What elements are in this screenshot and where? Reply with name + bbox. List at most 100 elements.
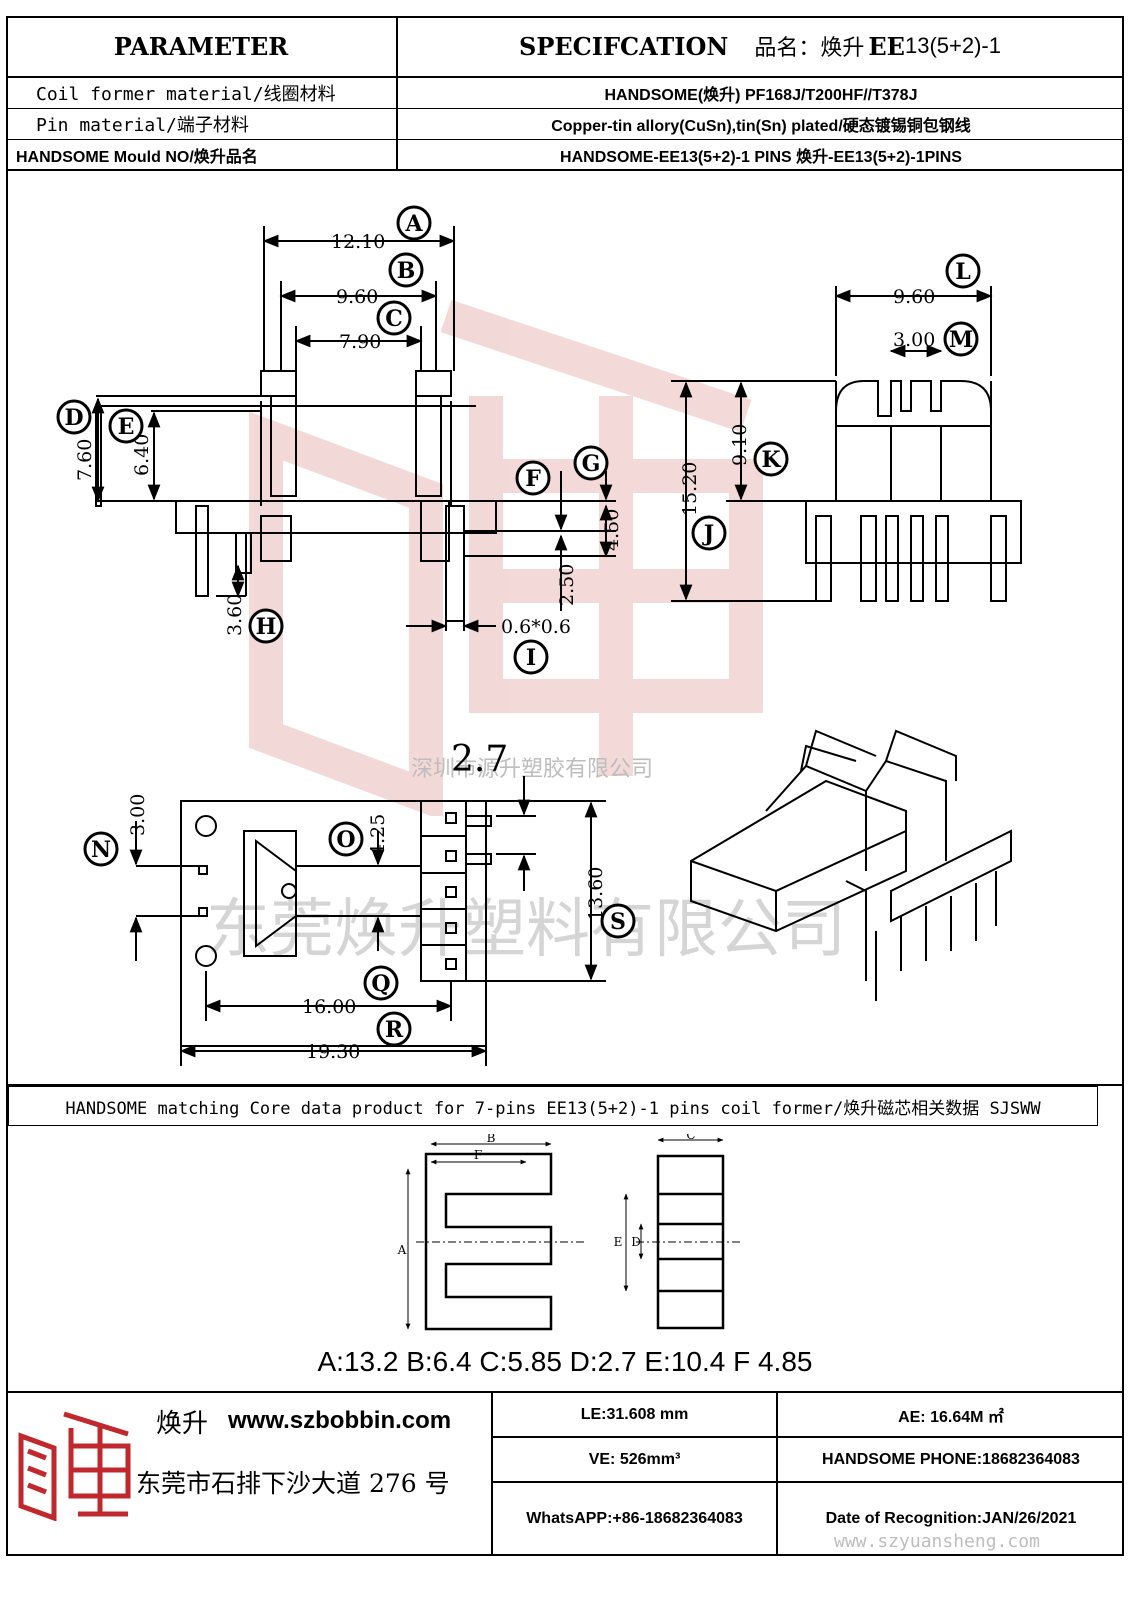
row-line (6, 1084, 1124, 1086)
watermark-url: www.szyuansheng.com (834, 1531, 1040, 1552)
row-line (491, 1481, 1124, 1483)
dim-l-value: 9.60 (893, 286, 935, 308)
watermark-small: 深圳市源升塑胶有限公司 (411, 757, 654, 782)
label-b: B (388, 252, 424, 288)
address: 东莞市石排下沙大道 276 号 (136, 1469, 450, 1498)
row-line (6, 169, 1124, 171)
label-r: R (376, 1011, 412, 1047)
core-section-title: HANDSOME matching Core data product for … (65, 1098, 1041, 1119)
core-values: A:13.2 B:6.4 C:5.85 D:2.7 E:10.4 F 4.85 (317, 1346, 813, 1377)
svg-text:J: J (702, 521, 714, 547)
dim-b-value: 9.60 (336, 286, 378, 308)
core-letter-e: E (614, 1235, 623, 1249)
spec-sheet: PARAMETER SPECIFCATION 品名：焕升 EE 13(5+2)-… (6, 16, 1124, 1556)
label-j: J (691, 515, 727, 551)
ve-value: VE: 526mm³ (588, 1450, 681, 1468)
svg-text:N: N (91, 837, 111, 863)
dim-d-value: 7.60 (74, 439, 96, 481)
dim-j-value: 15.20 (679, 462, 701, 516)
pin-material-label: Pin material/端子材料 (36, 115, 249, 136)
phone-value: HANDSOME PHONE:18682364083 (822, 1450, 1080, 1468)
core-letter-d: D (631, 1235, 641, 1249)
svg-text:B: B (397, 258, 416, 284)
core-drawing: A B C D E F (397, 1134, 741, 1331)
specification-header: SPECIFCATION 品名：焕升 EE 13(5+2)-1 (518, 31, 1001, 62)
le-value: LE:31.608 mm (580, 1405, 689, 1423)
label-f: F (515, 460, 551, 496)
svg-text:K: K (761, 447, 781, 473)
label-a: A (396, 205, 432, 241)
label-c: C (376, 300, 412, 336)
dim-r-value: 19.30 (306, 1041, 360, 1063)
coil-material-label: Coil former material/线圈材料 (36, 84, 336, 105)
svg-text:F: F (525, 466, 541, 492)
watermark-large: 东莞焕升塑料有限公司 (206, 893, 846, 967)
svg-text:H: H (256, 614, 277, 640)
dim-g2-value: 2.50 (556, 564, 578, 606)
frame-bottom (6, 1554, 1124, 1556)
svg-text:O: O (336, 827, 355, 853)
dim-c-value: 7.90 (339, 331, 381, 353)
row-line (6, 139, 1124, 140)
col-line (491, 1391, 493, 1556)
pin-material-value: Copper-tin allory(CuSn),tin(Sn) plated/硬… (551, 118, 971, 135)
mould-no-label: HANDSOME Mould NO/焕升品名 (16, 148, 258, 166)
label-i: I (513, 639, 549, 675)
label-m: M (943, 321, 979, 357)
brand-line: 焕升 www.szbobbin.com (156, 1401, 486, 1441)
label-o: O (328, 821, 364, 857)
label-e: E (108, 408, 144, 444)
dim-fg-value: 4.50 (601, 509, 623, 551)
frame-right (1122, 16, 1124, 1556)
dim-h-value: 3.60 (224, 594, 246, 636)
core-letter-a: A (397, 1243, 407, 1257)
svg-text:I: I (526, 645, 536, 671)
core-letter-f: F (474, 1148, 482, 1162)
core-letter-c: C (686, 1134, 695, 1142)
col-line (776, 1391, 778, 1556)
label-l: L (945, 253, 981, 289)
dim-k-value: 9.10 (729, 424, 751, 466)
dim-q-value: 16.00 (302, 996, 356, 1018)
dim-pitch-value: 2.7 (451, 739, 508, 780)
row-line (6, 1391, 1124, 1393)
label-n: N (83, 831, 119, 867)
svg-text:G: G (582, 451, 601, 477)
dim-a-value: 12.10 (331, 231, 385, 253)
dim-e-value: 6.40 (131, 434, 153, 476)
parameter-header: PARAMETER (113, 31, 289, 61)
dim-s-value: 13.60 (585, 867, 607, 921)
core-letter-b: B (487, 1134, 496, 1145)
svg-text:M: M (949, 327, 973, 353)
svg-text:A: A (404, 211, 423, 237)
row-line (6, 108, 1124, 109)
frame-left (6, 16, 8, 1556)
coil-material-value: HANDSOME(焕升) PF168J/T200HF//T378J (604, 87, 918, 104)
label-h: H (248, 608, 284, 644)
brand-name: 焕升 (156, 1408, 209, 1439)
dim-n-value: 3.00 (127, 794, 149, 836)
header-divider (396, 16, 398, 169)
label-q: Q (363, 965, 399, 1001)
ae-value: AE: 16.64M ㎡ (898, 1408, 1004, 1426)
row-line (6, 76, 1124, 78)
label-d: D (56, 399, 92, 435)
company-logo-icon (18, 1411, 131, 1521)
technical-drawing: 12.10 9.60 7.90 7.60 6.40 4.50 2.50 3.60… (56, 205, 1022, 1066)
svg-text:D: D (64, 405, 83, 431)
row-line (491, 1436, 1124, 1438)
mould-no-value: HANDSOME-EE13(5+2)-1 PINS 焕升-EE13(5+2)-1… (560, 148, 962, 166)
svg-text:L: L (955, 259, 970, 285)
label-s: S (600, 903, 636, 939)
website-link[interactable]: www.szbobbin.com (228, 1407, 452, 1434)
svg-text:Q: Q (371, 971, 390, 997)
dim-o-value: 4.25 (367, 814, 389, 856)
core-title-box (8, 1086, 1098, 1126)
svg-text:C: C (385, 306, 403, 332)
dim-m-value: 3.00 (893, 329, 935, 351)
dim-i-value: 0.6*0.6 (501, 616, 571, 638)
svg-text:E: E (118, 414, 135, 440)
label-k: K (753, 441, 789, 477)
svg-text:R: R (385, 1017, 404, 1043)
svg-text:S: S (610, 909, 626, 935)
